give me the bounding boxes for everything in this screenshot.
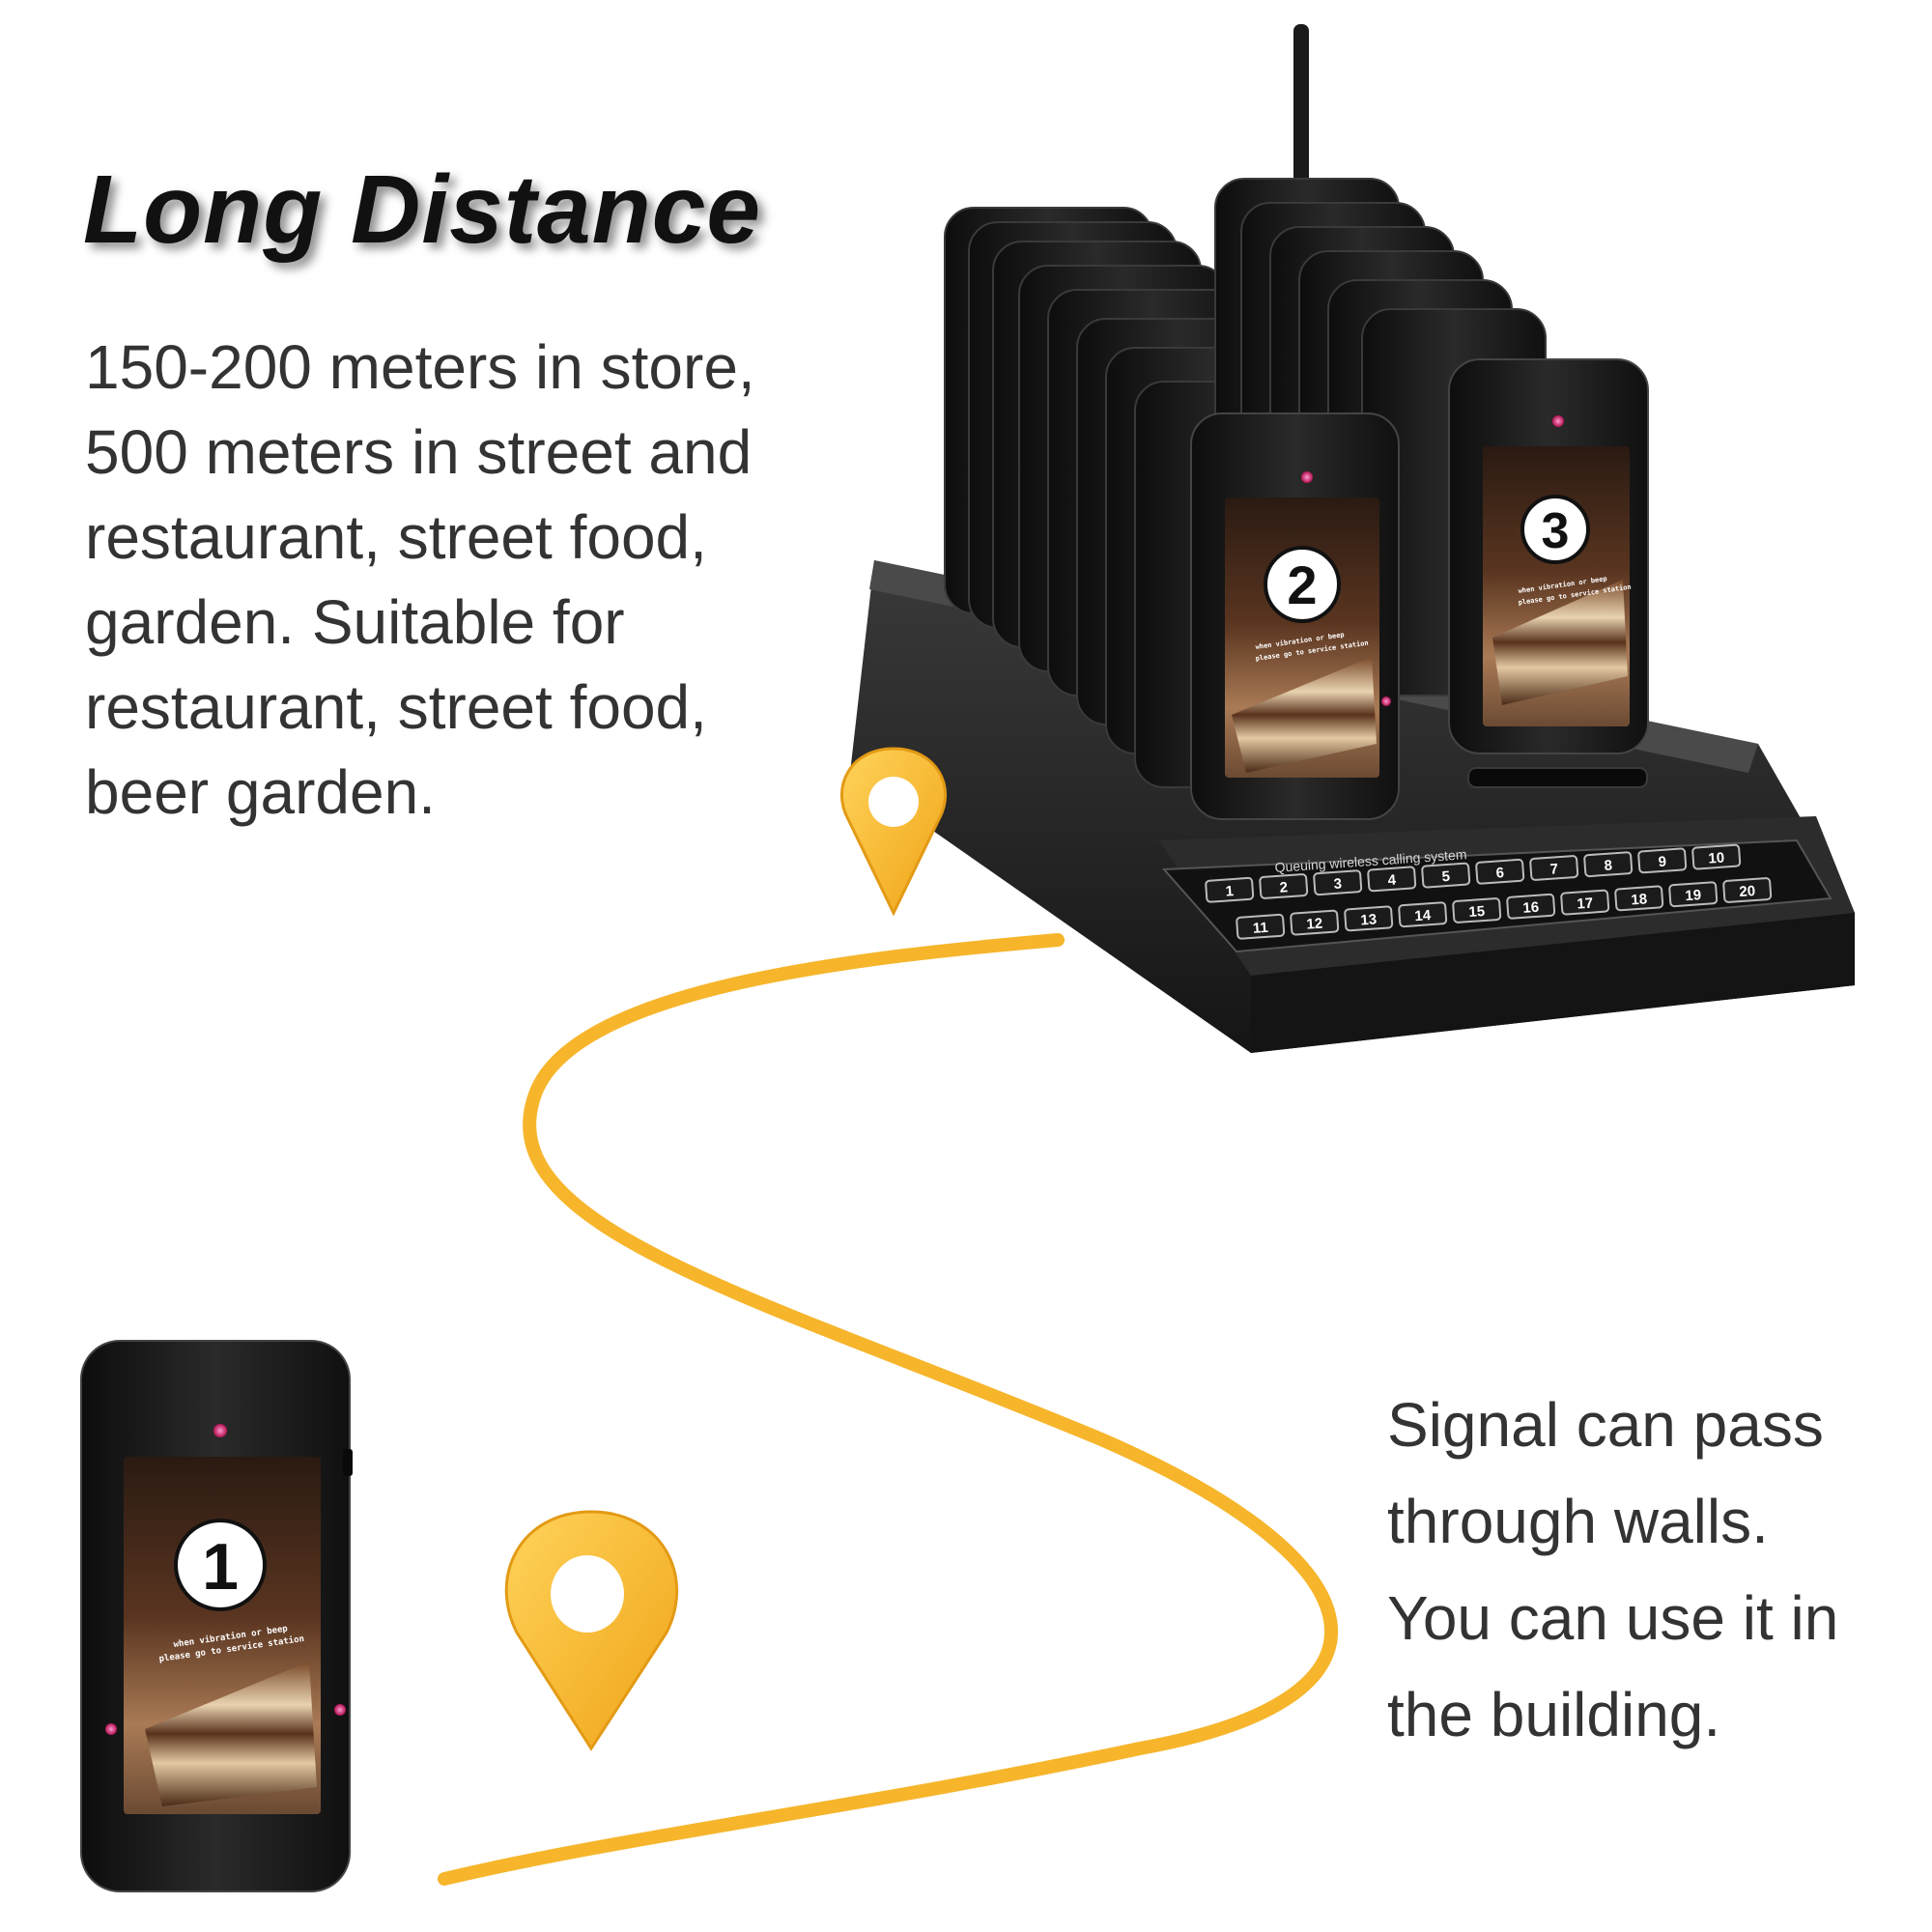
keypad-button-label: 3 [1333,875,1343,893]
pager-number: 1 [202,1530,239,1604]
number-badge [1520,495,1590,564]
keypad-button-frame [1506,893,1556,920]
keypad-button-12[interactable]: 12 [1290,909,1340,936]
button-row-1: 1 2 3 4 5 6 7 8 9 10 [1205,843,1742,903]
keypad-button-frame [1668,881,1719,908]
keypad-button-label: 4 [1387,872,1397,890]
keypad-button-9[interactable]: 9 [1637,847,1688,874]
keypad-button-14[interactable]: 14 [1398,901,1448,928]
keypad-button-label: 13 [1360,911,1378,928]
keypad-button-frame [1583,851,1634,878]
keypad-button-frame [1560,889,1610,916]
range-description: 150-200 meters in store, 500 meters in s… [85,325,877,835]
keypad-button-label: 15 [1468,903,1486,921]
cake-image [1232,657,1377,773]
keypad-button-3[interactable]: 3 [1313,869,1363,896]
keypad-button-6[interactable]: 6 [1475,858,1525,885]
signal-path [438,933,1338,1886]
number-badge [174,1519,267,1611]
keypad-button-19[interactable]: 19 [1668,881,1719,908]
keypad-button-label: 7 [1549,861,1559,878]
keypad-button-2[interactable]: 2 [1259,873,1309,899]
keypad-button-frame [1290,909,1340,936]
keypad-button-label: 16 [1522,899,1540,917]
keypad-button-label: 1 [1225,883,1235,900]
keypad-button-label: 14 [1414,907,1432,924]
keypad-button-4[interactable]: 4 [1367,866,1417,893]
keypad-button-18[interactable]: 18 [1614,885,1664,912]
indicator-led [1552,415,1564,427]
range-line: beer garden. [85,757,436,827]
keypad-button-label: 10 [1708,850,1725,867]
range-line: garden. Suitable for [85,587,625,657]
antenna [1288,24,1315,201]
range-line: 150-200 meters in store, [85,332,755,402]
range-line: restaurant, street food, [85,502,707,572]
indicator-led [213,1424,227,1437]
empty-slot [1467,767,1648,788]
keypad-button-5[interactable]: 5 [1421,862,1471,889]
map-pin-icon [504,1510,678,1751]
keypad-button-frame [1421,862,1471,889]
keypad-button-label: 12 [1306,916,1323,933]
keypad-button-11[interactable]: 11 [1236,913,1286,940]
keypad-button-7[interactable]: 7 [1529,855,1579,881]
keypad-button-label: 20 [1739,883,1756,900]
keypad-button-frame [1637,847,1688,874]
keypad-button-label: 11 [1252,920,1268,937]
keypad-button-frame [1529,855,1579,881]
indicator-led [105,1723,117,1735]
signal-line: the building. [1387,1680,1721,1749]
keypad-button-1[interactable]: 1 [1205,876,1255,903]
keypad-button-label: 2 [1279,879,1289,896]
map-pin-icon [839,747,948,917]
keypad-button-label: 17 [1577,895,1594,913]
keypad-button-frame [1614,885,1664,912]
indicator-led [1381,696,1391,706]
signal-line: Signal can pass [1387,1390,1824,1460]
keypad-button-frame [1205,876,1255,903]
range-line: restaurant, street food, [85,672,707,742]
keypad-button-frame [1313,869,1363,896]
pager-1: 1 when vibration or beep please go to se… [80,1340,353,1892]
indicator-led [334,1704,346,1716]
keypad-button-label: 6 [1495,865,1505,882]
keypad-button-16[interactable]: 16 [1506,893,1556,920]
keypad-button-label: 9 [1658,854,1667,871]
keypad-button-frame [1452,897,1502,923]
keypad-button-8[interactable]: 8 [1583,851,1634,878]
cake-image [1492,580,1628,705]
keypad-button-frame [1475,858,1525,885]
keypad-button-frame [1691,843,1742,870]
keypad-button-frame [1259,873,1309,899]
keypad-button-20[interactable]: 20 [1722,877,1773,903]
keypad-button-frame [1367,866,1417,893]
pager-3: 3 when vibration or beep please go to se… [1448,358,1649,754]
pager-2: 2 when vibration or beep please go to se… [1190,412,1400,820]
pager-number: 3 [1542,503,1570,559]
keypad-button-17[interactable]: 17 [1560,889,1610,916]
keypad-button-frame [1236,913,1286,940]
keypad-button-frame [1344,905,1394,932]
headline: Long Distance [83,156,761,264]
keypad-button-15[interactable]: 15 [1452,897,1502,923]
button-row-2: 11 12 13 14 15 16 17 18 19 20 [1236,877,1773,940]
signal-line: You can use it in [1387,1583,1839,1653]
cake-image [145,1662,317,1806]
keypad-button-label: 18 [1631,891,1648,908]
pager-number: 2 [1287,554,1317,615]
keypad-button-13[interactable]: 13 [1344,905,1394,932]
keypad-button-label: 5 [1441,868,1451,886]
signal-line: through walls. [1387,1487,1769,1556]
keypad-button-frame [1398,901,1448,928]
keypad-button-label: 19 [1685,887,1702,904]
keypad-button-label: 8 [1604,857,1613,874]
keypad-button-10[interactable]: 10 [1691,843,1742,870]
number-badge [1264,546,1341,623]
keypad-button-frame [1722,877,1773,903]
range-line: 500 meters in street and [85,417,753,487]
indicator-led [1301,471,1313,483]
signal-description: Signal can pass through walls. You can u… [1387,1377,1928,1763]
